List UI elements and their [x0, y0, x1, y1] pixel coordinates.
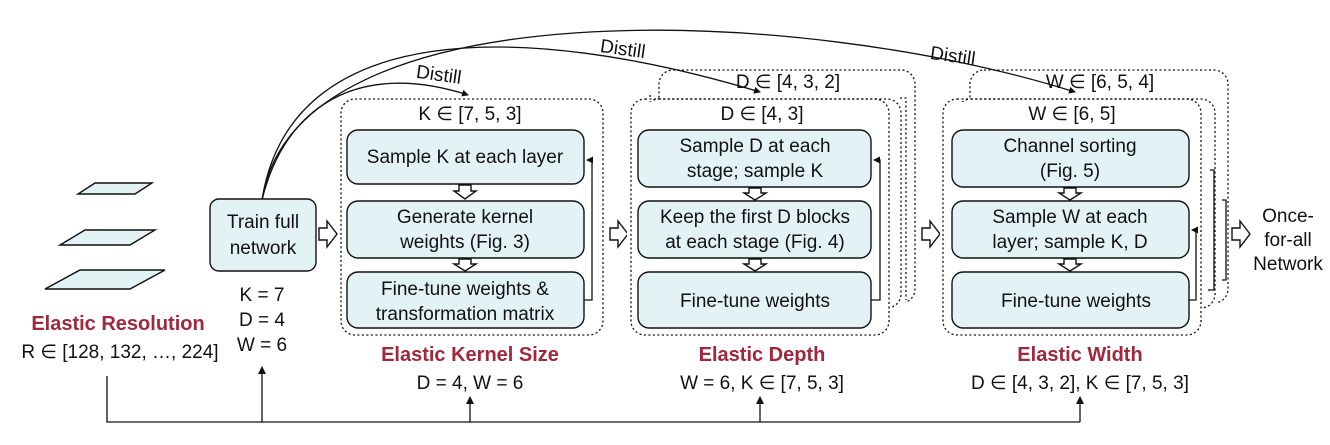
width-title: Elastic Width: [1017, 344, 1142, 366]
depth-down-arrow-1: [741, 187, 769, 201]
resolution-feed-line: [106, 376, 1080, 423]
kernel-step-sample: [346, 129, 585, 185]
width-stage-container: [942, 98, 1202, 336]
kernel-step3-line2: transformation matrix: [376, 304, 555, 325]
stage-arrow-3: [921, 218, 941, 250]
resolution-title: Elastic Resolution: [31, 313, 204, 335]
depth-loop-arrow: [871, 156, 881, 301]
width-header-back: W ∈ [6, 5, 4]: [1046, 72, 1154, 93]
width-fixed-params: D ∈ [4, 3, 2], K ∈ [7, 5, 3]: [971, 373, 1189, 394]
distill-label-width: Distill: [929, 43, 977, 70]
output-line1: Once-: [1262, 206, 1314, 227]
width-loop-arrow: [1189, 226, 1198, 301]
kernel-step3-line1: Fine-tune weights &: [381, 279, 549, 300]
distill-arrow-width: [261, 29, 1076, 201]
depth-back-edges: [649, 95, 907, 300]
stage-arrow-2: [609, 218, 629, 250]
output-line3: Network: [1253, 254, 1323, 275]
depth-title: Elastic Depth: [699, 344, 826, 366]
width-step-sort: [951, 129, 1190, 188]
kernel-down-arrow-2: [451, 258, 479, 272]
kernel-down-arrow-1: [451, 184, 479, 200]
kernel-fixed-params: D = 4, W = 6: [417, 373, 524, 394]
kernel-header: K ∈ [7, 5, 3]: [418, 104, 521, 125]
train-k-value: K = 7: [240, 285, 285, 306]
distill-label-depth: Distill: [599, 36, 647, 63]
kernel-stage-container: [340, 98, 604, 336]
width-step3-text: Fine-tune weights: [1001, 291, 1151, 312]
stage-arrow-4: [1231, 218, 1251, 250]
kernel-step-generate: [346, 200, 585, 259]
width-step1-line1: Channel sorting: [1003, 136, 1136, 157]
resolution-plane-medium: [57, 229, 158, 246]
depth-step-sample: [637, 129, 872, 188]
stage-arrow-1: [318, 218, 338, 250]
kernel-step2-line2: weights (Fig. 3): [399, 232, 530, 253]
width-step2-line2: layer; sample K, D: [992, 232, 1147, 253]
width-step1-line2: (Fig. 5): [1040, 161, 1100, 182]
width-step-sample: [951, 200, 1190, 259]
distill-arrow-depth: [261, 46, 761, 201]
depth-header-front: D ∈ [4, 3]: [720, 104, 803, 125]
width-down-arrow-2: [1056, 258, 1084, 272]
distill-arrow-kernel: [261, 82, 469, 201]
depth-down-arrow-2: [741, 258, 769, 272]
width-back-loop-arrow-2: [1222, 199, 1227, 281]
width-down-arrow-1: [1056, 187, 1084, 201]
resolution-plane-large: [44, 269, 166, 290]
kernel-step1-text: Sample K at each layer: [367, 147, 564, 168]
resolution-plane-small: [75, 182, 155, 195]
depth-step3-text: Fine-tune weights: [680, 291, 830, 312]
train-line1: Train full: [227, 212, 299, 233]
output-line2: for-all: [1264, 230, 1312, 251]
width-header-front: W ∈ [6, 5]: [1028, 104, 1115, 125]
depth-header-back: D ∈ [4, 3, 2]: [736, 72, 840, 93]
kernel-step2-line1: Generate kernel: [397, 207, 533, 228]
depth-fixed-params: W = 6, K ∈ [7, 5, 3]: [680, 373, 844, 394]
train-line2: network: [230, 238, 297, 259]
train-w-value: W = 6: [237, 335, 287, 356]
depth-step-keep: [637, 200, 872, 259]
kernel-loop-arrow: [584, 156, 593, 301]
width-back-loop-arrow: [1208, 169, 1215, 291]
depth-step2-line1: Keep the first D blocks: [660, 207, 850, 228]
train-full-network-box: [209, 198, 317, 272]
depth-step1-line1: Sample D at each: [679, 136, 830, 157]
resolution-range: R ∈ [128, 132, …, 224]: [21, 342, 218, 363]
depth-stage-container: [630, 98, 890, 336]
kernel-title: Elastic Kernel Size: [381, 344, 559, 366]
depth-step1-line2: stage; sample K: [687, 161, 824, 182]
train-d-value: D = 4: [239, 310, 285, 331]
width-step2-line1: Sample W at each: [992, 207, 1147, 228]
depth-step2-line2: at each stage (Fig. 4): [665, 232, 845, 253]
